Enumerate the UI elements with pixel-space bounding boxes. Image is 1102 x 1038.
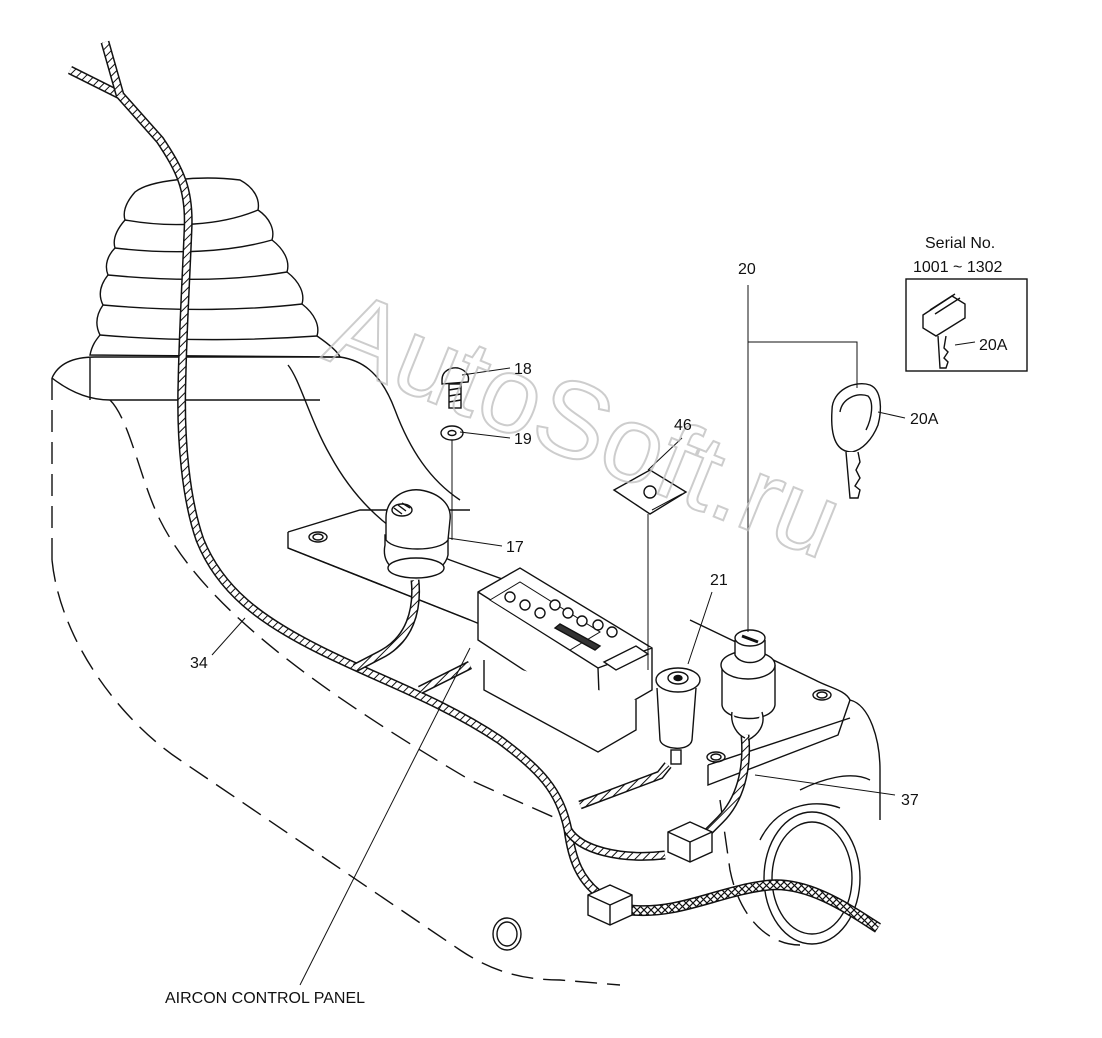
inset-box bbox=[905, 278, 1028, 372]
label-34: 34 bbox=[190, 655, 208, 672]
lever-boot bbox=[89, 177, 342, 358]
harness-34 bbox=[67, 40, 672, 899]
harness-37 bbox=[629, 734, 881, 933]
label-20a-inset: 20A bbox=[979, 337, 1008, 354]
screw-18 bbox=[441, 367, 470, 409]
inset-serial-title: Serial No. bbox=[925, 235, 995, 252]
label-plate-46 bbox=[612, 469, 688, 670]
key-20a bbox=[831, 383, 882, 499]
label-46: 46 bbox=[674, 417, 692, 434]
key-20a-old bbox=[922, 293, 966, 369]
leader-lines bbox=[211, 285, 976, 986]
label-20: 20 bbox=[738, 261, 756, 278]
label-18: 18 bbox=[514, 361, 532, 378]
washer-19 bbox=[440, 425, 464, 540]
console-body bbox=[51, 356, 881, 986]
label-20a-key: 20A bbox=[910, 411, 939, 428]
label-aircon-control-panel: AIRCON CONTROL PANEL bbox=[165, 990, 365, 1007]
inset-serial-range: 1001 ~ 1302 bbox=[913, 259, 1003, 276]
label-19: 19 bbox=[514, 431, 532, 448]
label-37: 37 bbox=[901, 792, 919, 809]
connector-lower bbox=[587, 884, 633, 926]
label-21: 21 bbox=[710, 572, 728, 589]
key-switch-20 bbox=[720, 629, 776, 741]
socket-21 bbox=[655, 667, 701, 765]
connector-upper bbox=[667, 821, 713, 863]
socket-17 bbox=[383, 489, 451, 579]
label-17: 17 bbox=[506, 539, 524, 556]
aircon-control-panel bbox=[477, 567, 653, 753]
